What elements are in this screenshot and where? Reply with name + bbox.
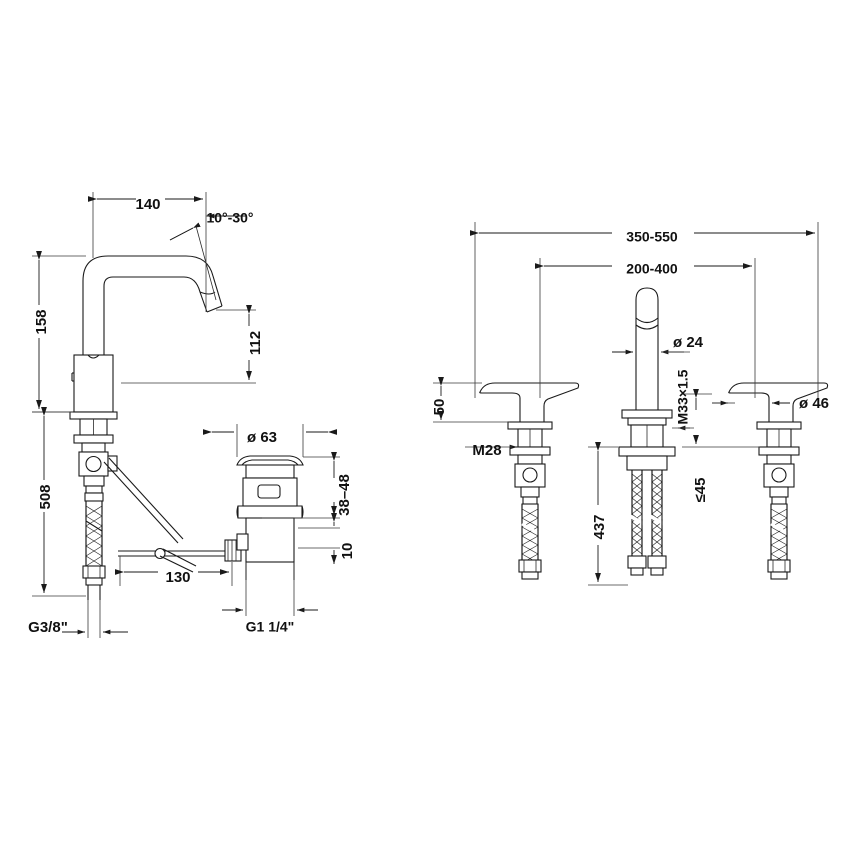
dim-inner-spread-200-400 bbox=[534, 258, 756, 398]
dim-drain-lower-10 bbox=[298, 512, 340, 565]
centre-spout-assembly bbox=[618, 287, 676, 576]
dim-label-l-50: 50 bbox=[431, 399, 448, 416]
flexible-hose-left bbox=[82, 492, 106, 600]
popup-lift-linkage bbox=[103, 457, 242, 573]
dim-label-l-g38: G3/8" bbox=[28, 619, 68, 636]
dim-handle-height-50 bbox=[433, 376, 510, 423]
dim-spout-height-112 bbox=[121, 304, 256, 384]
dim-label-l-130: 130 bbox=[165, 569, 190, 586]
left-handle-assembly bbox=[479, 382, 580, 580]
dim-supply-thread-g38 bbox=[62, 600, 128, 638]
centre-hose-pair bbox=[627, 469, 667, 576]
dim-hose-length-508 bbox=[32, 406, 86, 597]
dim-label-l-d63: ø 63 bbox=[247, 429, 277, 446]
dim-label-l-112: 112 bbox=[247, 331, 264, 355]
dim-label-l-158: 158 bbox=[33, 309, 50, 334]
dim-label-l-350550: 350-550 bbox=[626, 229, 678, 245]
dim-waste-thread-g114 bbox=[222, 562, 318, 616]
dim-outer-spread-350-550 bbox=[469, 222, 819, 398]
left-view-single-hole-mixer bbox=[32, 192, 340, 638]
dim-label-l-437: 437 bbox=[591, 514, 608, 539]
dim-label-l-10: 10 bbox=[339, 543, 356, 560]
dim-deck-thickness-45 bbox=[682, 388, 760, 448]
dim-label-l-g114: G1 1/4" bbox=[246, 619, 295, 635]
spout-angle-leader bbox=[169, 213, 247, 301]
dim-lever-reach-130 bbox=[114, 556, 233, 586]
dim-label-l-508: 508 bbox=[37, 484, 54, 509]
dim-label-l-d46: ø 46 bbox=[799, 395, 829, 412]
dim-label-l-angle: 10°-30° bbox=[206, 210, 253, 226]
spout-body bbox=[82, 255, 223, 383]
dim-drain-range-38-48 bbox=[262, 451, 340, 519]
dim-spout-reach-140 bbox=[87, 192, 207, 312]
right-handle-assembly bbox=[728, 382, 829, 580]
dim-label-l-m28: M28 bbox=[472, 442, 501, 459]
dim-label-l-d24: ø 24 bbox=[673, 334, 704, 351]
dim-label-l-le45: ≤45 bbox=[692, 478, 709, 503]
dim-label-l-200400: 200-400 bbox=[626, 261, 678, 277]
right-view-three-hole-mixer bbox=[433, 222, 829, 586]
dim-label-l-m33: M33×1.5 bbox=[675, 369, 691, 424]
mixer-body bbox=[69, 354, 118, 420]
dim-hose-length-437 bbox=[588, 441, 628, 586]
dim-drain-diameter-63 bbox=[202, 424, 338, 457]
dim-label-l-140: 140 bbox=[135, 196, 160, 213]
dim-label-l-3848: 38–48 bbox=[336, 474, 353, 516]
mixer-shank bbox=[73, 418, 118, 494]
